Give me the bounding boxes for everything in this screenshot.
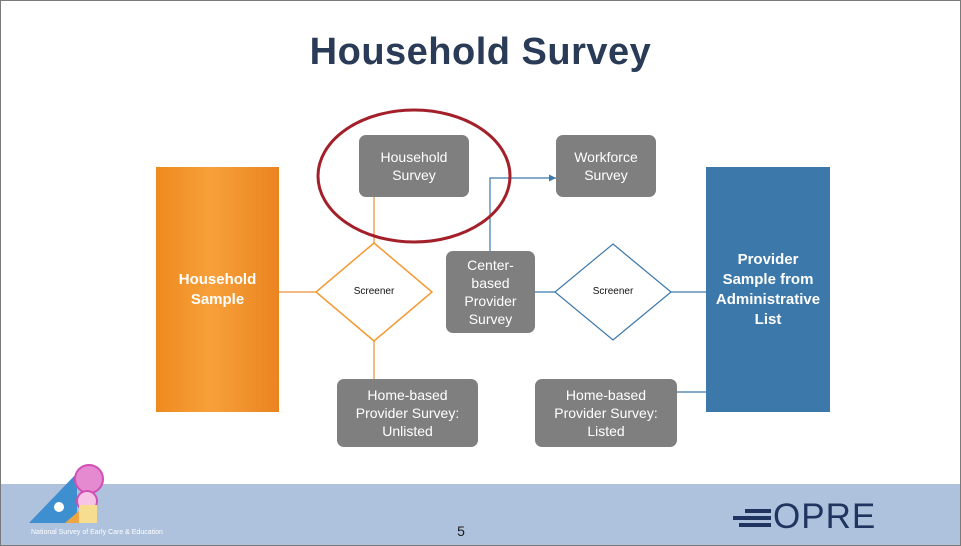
home-based-unlisted-label: Home-based Provider Survey: Unlisted [355, 387, 460, 439]
opre-logo-bars [733, 505, 771, 531]
screener-right-label: Screener [592, 286, 634, 297]
household-survey-label: Household Survey [380, 149, 448, 183]
workforce-survey-label: Workforce Survey [574, 149, 638, 183]
opre-logo-text: OPRE [773, 497, 877, 536]
household-sample-label: Household Sample [178, 270, 257, 308]
household-survey-box: Household Survey [359, 135, 469, 197]
connector-center-to-workforce [489, 174, 556, 251]
workforce-survey-box: Workforce Survey [556, 135, 656, 197]
screener-right-diamond [554, 243, 672, 341]
provider-sample-box: Provider Sample from Administrative List [706, 167, 830, 412]
center-based-survey-box: Center-based Provider Survey [446, 251, 535, 333]
home-based-unlisted-box: Home-based Provider Survey: Unlisted [337, 379, 478, 447]
survey-logo [29, 464, 104, 523]
household-sample-box: Household Sample [156, 167, 279, 412]
page-number: 5 [457, 523, 465, 539]
footer-band [1, 484, 960, 545]
opre-logo: OPRE [733, 497, 923, 537]
slide-title: Household Survey [309, 31, 652, 73]
screener-left-diamond [314, 242, 434, 342]
footer-caption: National Survey of Early Care & Educatio… [31, 529, 163, 536]
screener-left-label: Screener [353, 286, 395, 297]
home-based-listed-label: Home-based Provider Survey: Listed [554, 387, 658, 439]
center-based-survey-label: Center-based Provider Survey [464, 257, 517, 327]
provider-sample-label: Provider Sample from Administrative List [715, 250, 821, 328]
home-based-listed-box: Home-based Provider Survey: Listed [535, 379, 677, 447]
